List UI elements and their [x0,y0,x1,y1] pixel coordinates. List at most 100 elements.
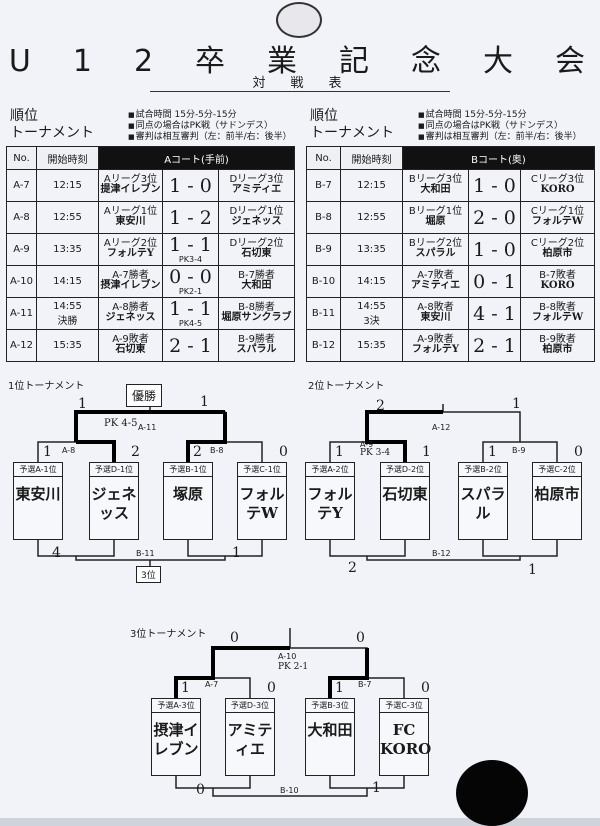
team-name: 柏原市 [534,485,580,503]
home-slot-label: A-9敗者 [112,334,149,345]
match-time: 14:15 [340,265,403,298]
home-team-name: ジェネッス [105,312,156,323]
team-name: スパラル [460,485,506,522]
bracket-team-box: 予選B-1位塚原 [163,462,213,540]
match-no: B-12 [306,329,341,362]
away-slot-label: Dリーグ3位 [229,174,284,185]
bracket-team-box: 予選B-3位大和田 [305,698,355,776]
match-score: 0 - 1 [473,270,516,293]
seed-label: 予選A-3位 [152,699,200,713]
bracket-team-box: 予選A-2位フォルテY [305,462,355,540]
bracket1-third-score-right: 1 [232,545,241,561]
left-title-line1: 順位 [10,108,38,124]
away-slot-label: Dリーグ2位 [229,238,284,249]
home-team: Bリーグ1位堀原 [402,201,469,234]
home-team-name: アミティエ [410,280,461,291]
away-team-name: KORO [540,280,575,291]
bracket2-final-code: A-12 [432,423,451,432]
right-section-title: 順位 トーナメント [310,108,394,142]
bracket1-final-score-right: 1 [200,394,209,410]
match-time: 15:35 [340,329,403,362]
match-no: B-7 [306,169,341,202]
third-place-box: 3位 [136,566,161,583]
match-result: 1 - 0 [468,233,521,266]
right-title-line1: 順位 [310,108,338,124]
match-score: 1 - 0 [473,174,516,197]
away-team-name: 堀原サンクラブ [221,312,292,323]
team-name: 東安川 [15,485,61,503]
start-time: 15:35 [357,340,386,351]
right-rules: 試合時間 15分-5分-15分 同点の場合はPK戦（サドンデス） 審判は相互審判… [418,110,582,143]
home-slot-label: A-7敗者 [417,270,454,281]
seed-label: 予選D-2位 [381,463,429,477]
seed-label: 予選B-2位 [459,463,507,477]
pk-result: PK4-5 [178,319,203,328]
away-team-name: フォルテW [531,312,584,323]
bracket3-pk: PK 2-1 [278,662,309,672]
home-slot-label: A-8敗者 [417,302,454,313]
seed-label: 予選C-2位 [533,463,581,477]
home-slot-label: Bリーグ3位 [408,174,463,185]
match-stage: 3決 [363,315,380,327]
match-no: B-10 [306,265,341,298]
match-result: 1 - 2 [162,201,219,234]
home-team-name: 摂津イレブン [100,280,161,291]
right-rule-3: 審判は相互審判（左：前半/右：後半） [418,132,582,143]
pk-result: PK3-4 [178,255,203,264]
team-score: 1 [335,680,344,696]
bracket-team-box: 予選C-2位柏原市 [532,462,582,540]
bracket2-final-score-left: 2 [376,398,385,414]
match-result: 2 - 1 [468,329,521,362]
left-section-title: 順位 トーナメント [10,108,94,142]
team-name: ジェネッス [91,485,137,522]
seed-label: 予選C-3位 [380,699,428,713]
bracket2-pk: PK 3-4 [360,448,391,458]
title-divider [150,91,450,92]
away-slot-label: B-9勝者 [238,334,275,345]
bracket2-third-score-left: 2 [348,560,357,576]
team-name: 大和田 [307,721,353,739]
away-team: Cリーグ2位柏原市 [519,233,596,266]
match-score: 0 - 0 [169,266,212,288]
match-score: 2 - 1 [169,334,212,357]
match-score: 1 - 1 [169,298,212,320]
start-time: 12:55 [53,212,82,223]
match-result: 4 - 1 [468,297,521,330]
team-name: 石切東 [382,485,428,503]
away-slot-label: Cリーグ3位 [530,174,585,185]
col-header-time: 開始時刻 [36,146,99,170]
start-time: 13:35 [53,244,82,255]
away-team-name: アミティエ [231,184,282,195]
team-score: 1 [43,444,52,460]
start-time: 14:15 [53,276,82,287]
bracket1-match2-code: B-8 [210,446,224,455]
match-no: A-11 [6,297,37,330]
away-team-name: 柏原市 [542,344,573,355]
match-score: 1 - 0 [473,238,516,261]
seed-label: 予選B-1位 [164,463,212,477]
page-title: U 1 2 卒 業 記 念 大 会 [8,44,592,79]
away-team-name: KORO [540,184,575,195]
home-slot-label: Aリーグ3位 [103,174,158,185]
seed-label: 予選A-2位 [306,463,354,477]
home-slot-label: Aリーグ2位 [103,238,158,249]
left-rule-3: 審判は相互審判（左：前半/右：後半） [128,132,292,143]
bracket1-match1-code: A-8 [62,446,76,455]
match-score: 1 - 1 [169,234,212,256]
home-team-name: 堀原 [425,216,446,227]
away-team: Dリーグ3位アミティエ [217,169,296,202]
away-slot-label: Dリーグ1位 [229,206,284,217]
left-title-line2: トーナメント [10,125,94,141]
team-score: 1 [335,444,344,460]
right-title-line2: トーナメント [310,125,394,141]
bracket1-third-code: B-11 [136,549,155,558]
